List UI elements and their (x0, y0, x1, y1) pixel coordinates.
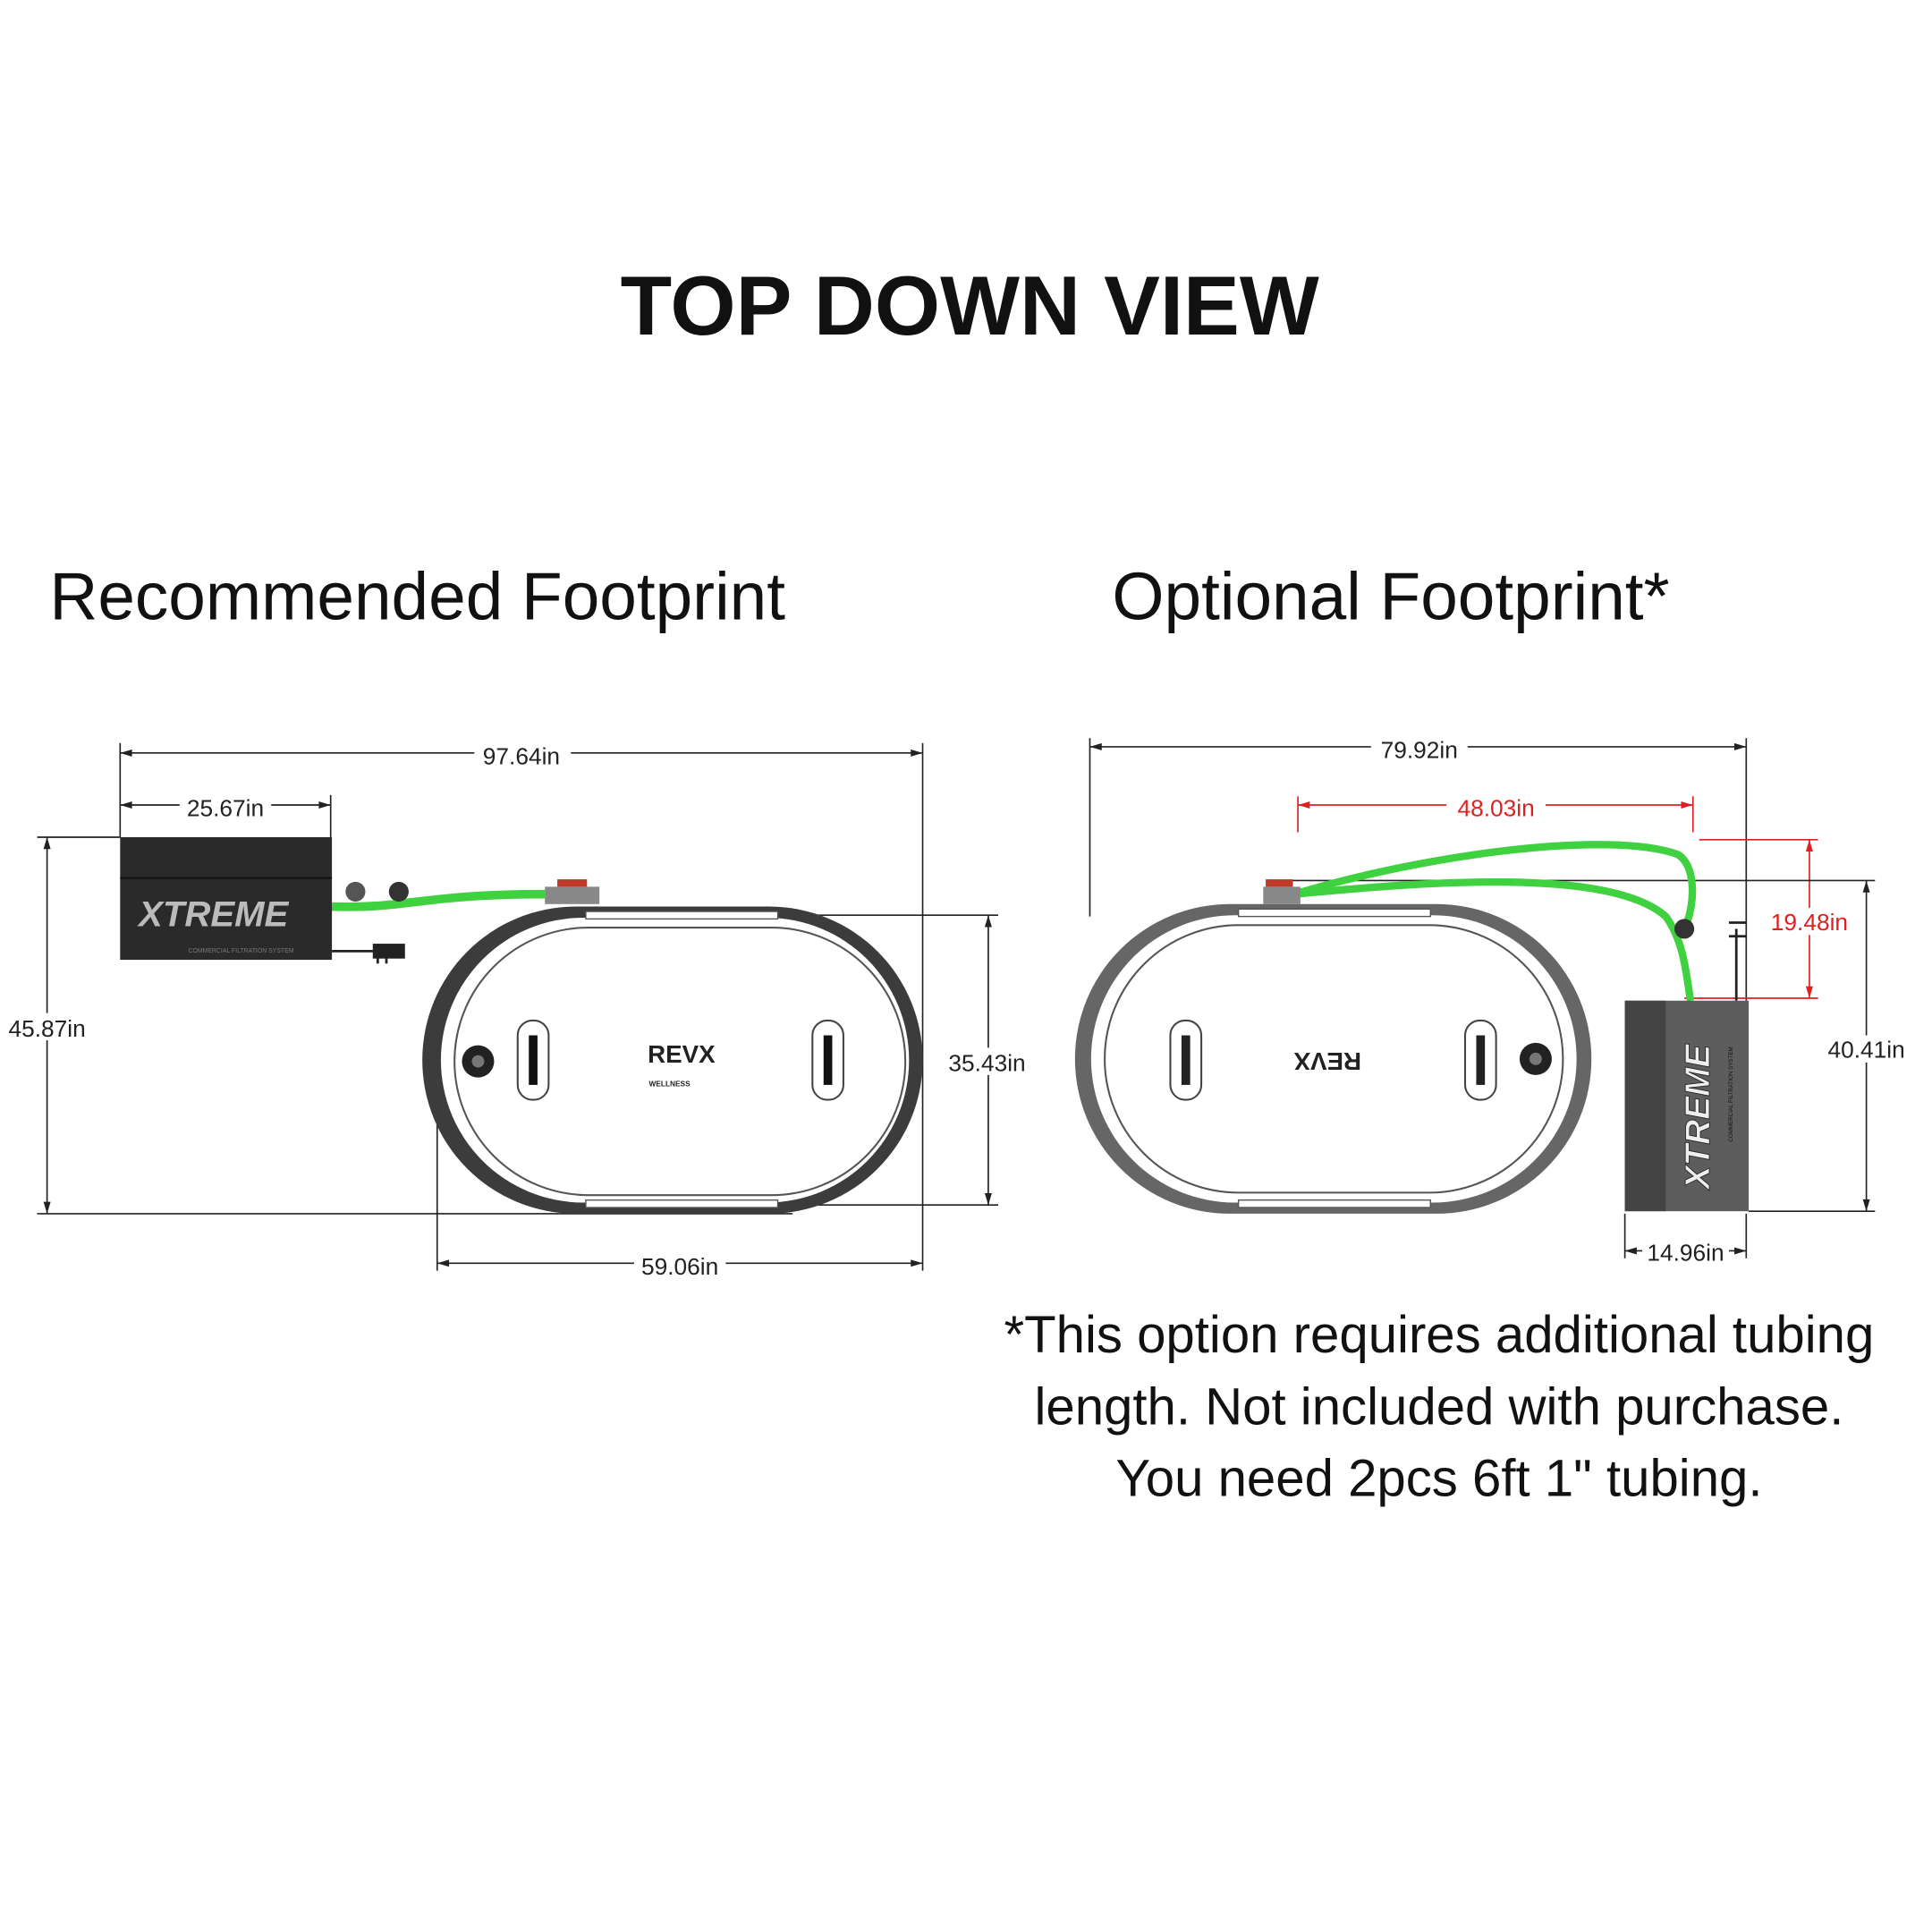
dim-overall-width: 97.64in (483, 742, 560, 769)
dim-unit-width: 25.67in (187, 794, 264, 821)
recommended-heading: Recommended Footprint (49, 558, 785, 633)
unit-subtitle: COMMERCIAL FILTRATION SYSTEM (1728, 1046, 1734, 1141)
xtreme-logo: XTREME (137, 894, 289, 935)
power-plug-icon (1728, 921, 1747, 1001)
dim-overall-width: 79.92in (1381, 736, 1458, 763)
dim-unit-width: 14.96in (1647, 1240, 1724, 1267)
footnote-line: *This option requires additional tubing (1004, 1306, 1874, 1364)
dim-tubing-offset: 19.48in (1771, 909, 1848, 936)
page-title: TOP DOWN VIEW (621, 258, 1319, 352)
tubing (331, 889, 546, 911)
xtreme-filtration-unit: XTREME COMMERCIAL FILTRATION SYSTEM (120, 837, 333, 961)
tubing (1293, 877, 1695, 1002)
dim-tub-depth: 35.43in (948, 1050, 1025, 1077)
recommended-footprint: 97.64in 25.67in 45.87in 35.43in 59.06in … (2, 741, 1033, 1280)
revx-logo: REVX (1293, 1047, 1361, 1075)
footnote: *This option requires additional tubing … (1004, 1306, 1874, 1508)
footnote-line: You need 2pcs 6ft 1" tubing. (1115, 1450, 1762, 1508)
cold-plunge-tub: REVX (1074, 903, 1592, 1214)
dim-overall-depth: 45.87in (8, 1015, 85, 1042)
xtreme-filtration-unit: XTREME COMMERCIAL FILTRATION SYSTEM (1624, 1000, 1750, 1212)
footnote-line: length. Not included with purchase. (1034, 1377, 1843, 1436)
optional-footprint: 79.92in 48.03in 19.48in 40.41in 14.96in … (1074, 734, 1912, 1267)
xtreme-logo: XTREME (1679, 1044, 1717, 1191)
optional-heading: Optional Footprint* (1112, 558, 1669, 633)
tubing (1292, 841, 1697, 925)
dim-tub-width: 59.06in (641, 1253, 718, 1280)
valve-handle-icon (557, 879, 588, 887)
dim-overall-depth: 40.41in (1827, 1036, 1904, 1063)
cold-plunge-tub: REVX WELLNESS (422, 906, 923, 1214)
dim-tubing-span: 48.03in (1457, 794, 1534, 821)
valve-handle-icon (1266, 879, 1293, 887)
revx-logo-sub: WELLNESS (649, 1079, 691, 1088)
unit-subtitle: COMMERCIAL FILTRATION SYSTEM (188, 948, 293, 954)
revx-logo: REVX (648, 1040, 716, 1068)
